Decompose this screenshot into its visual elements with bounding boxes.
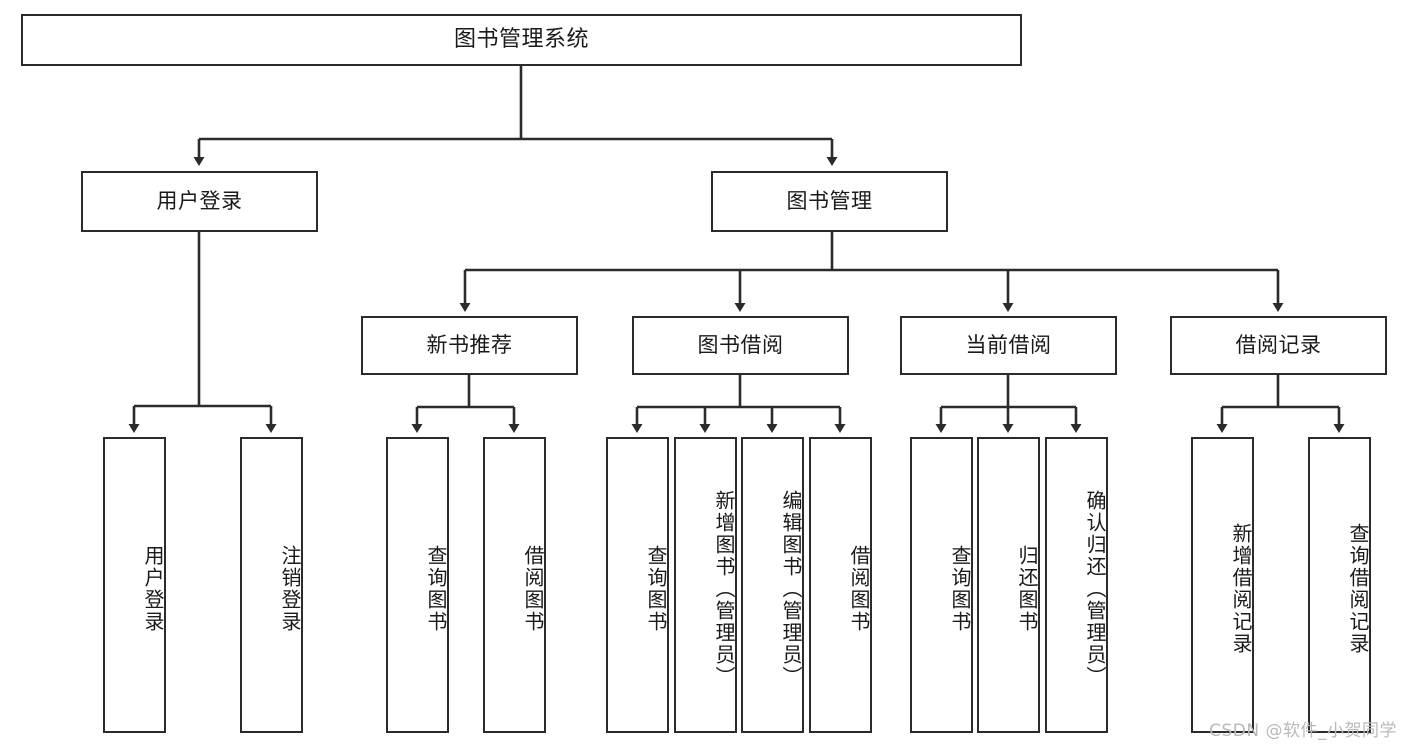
- node-label: 查询借阅记录: [1346, 523, 1370, 655]
- node-leaf-borrow-edit-book-admin[interactable]: 编辑图书（管理员）: [741, 437, 804, 733]
- node-label: 借阅记录: [1235, 333, 1322, 358]
- node-label: 新增借阅记录: [1229, 523, 1253, 655]
- node-leaf-recommend-query-book[interactable]: 查询图书: [386, 437, 449, 733]
- node-module-user-login[interactable]: 用户登录: [81, 171, 318, 232]
- node-label: 新书推荐: [426, 333, 513, 358]
- watermark: CSDN @软件_小贺同学: [1209, 721, 1397, 741]
- node-leaf-record-query-record[interactable]: 查询借阅记录: [1308, 437, 1371, 733]
- node-root-system[interactable]: 图书管理系统: [21, 14, 1022, 66]
- node-leaf-user-login-login[interactable]: 用户登录: [103, 437, 166, 733]
- node-leaf-current-confirm-return-admin[interactable]: 确认归还（管理员）: [1045, 437, 1108, 733]
- node-label: 当前借阅: [965, 333, 1052, 358]
- node-submodule-new-book-recommend[interactable]: 新书推荐: [361, 316, 578, 375]
- node-leaf-current-return-book[interactable]: 归还图书: [977, 437, 1040, 733]
- node-label: 查询图书: [948, 545, 972, 633]
- node-leaf-record-add-record[interactable]: 新增借阅记录: [1191, 437, 1254, 733]
- node-label: 图书借阅: [697, 333, 784, 358]
- node-submodule-current-borrow[interactable]: 当前借阅: [900, 316, 1117, 375]
- node-module-book-management[interactable]: 图书管理: [711, 171, 948, 232]
- node-label: 图书管理系统: [453, 27, 589, 53]
- node-label: 查询图书: [644, 545, 668, 633]
- node-label: 归还图书: [1015, 545, 1039, 633]
- node-leaf-recommend-borrow-book[interactable]: 借阅图书: [483, 437, 546, 733]
- node-leaf-current-query-book[interactable]: 查询图书: [910, 437, 973, 733]
- node-submodule-book-borrow[interactable]: 图书借阅: [632, 316, 849, 375]
- node-label: 图书管理: [786, 189, 873, 214]
- node-leaf-user-login-logout[interactable]: 注销登录: [240, 437, 303, 733]
- node-label: 新增图书（管理员）: [712, 490, 736, 688]
- node-label: 注销登录: [278, 545, 302, 633]
- node-leaf-borrow-query-book[interactable]: 查询图书: [606, 437, 669, 733]
- node-leaf-borrow-borrow-book[interactable]: 借阅图书: [809, 437, 872, 733]
- node-label: 编辑图书（管理员）: [779, 490, 803, 688]
- node-label: 确认归还（管理员）: [1083, 490, 1107, 688]
- node-label: 借阅图书: [521, 545, 545, 633]
- node-label: 查询图书: [424, 545, 448, 633]
- node-label: 用户登录: [141, 545, 165, 633]
- node-label: 用户登录: [156, 189, 243, 214]
- node-submodule-borrow-record[interactable]: 借阅记录: [1170, 316, 1387, 375]
- node-leaf-borrow-add-book-admin[interactable]: 新增图书（管理员）: [674, 437, 737, 733]
- node-label: 借阅图书: [847, 545, 871, 633]
